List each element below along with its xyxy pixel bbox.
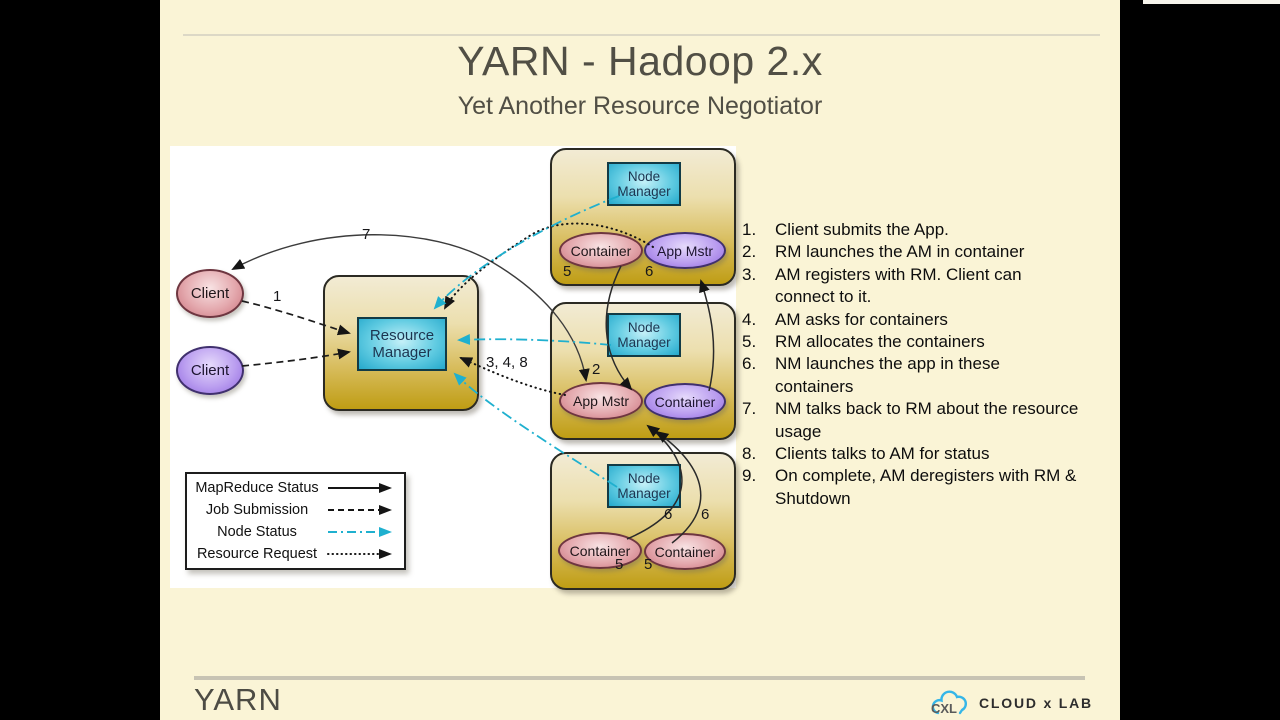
- step-text: NM launches the app in these containers: [775, 354, 1000, 396]
- slide-subtitle: Yet Another Resource Negotiator: [457, 92, 823, 120]
- list-item: 8. Clients talks to AM for status: [742, 443, 1098, 465]
- steps-list: 1. Client submits the App. 2. RM launches …: [742, 219, 1098, 510]
- edge-number-nm3-6a: 6: [664, 506, 673, 523]
- step-number: 2.: [742, 242, 757, 262]
- node-manager-label: Node Manager: [617, 319, 671, 351]
- legend-row-job-submission: Job Submission: [187, 501, 404, 520]
- step-number: 3.: [742, 264, 757, 284]
- container-label: Container: [570, 242, 632, 259]
- node-manager-label: Node Manager: [617, 168, 671, 200]
- node-manager-title-3: Node Manager: [607, 464, 681, 508]
- legend-row-node-status: Node Status: [187, 523, 404, 542]
- list-item: 6. NM launches the app in these container…: [742, 353, 1098, 398]
- app-mstr-label: App Mstr: [572, 393, 629, 409]
- legend-label: Job Submission: [205, 502, 309, 518]
- dashed-arrow-icon: [328, 505, 392, 515]
- container-label: Container: [569, 542, 631, 559]
- legend-row-mapreduce: MapReduce Status: [187, 479, 404, 498]
- brand-text: CLOUD x LAB: [979, 694, 1093, 711]
- list-item: 2. RM launches the AM in container: [742, 241, 1098, 263]
- node-manager-label: Node Manager: [617, 470, 671, 502]
- edge-number-nm3-6b: 6: [701, 506, 710, 523]
- top-right-sliver: [1143, 0, 1280, 4]
- step-number: 4.: [742, 309, 757, 329]
- container-ellipse: Container: [559, 232, 643, 269]
- node-manager-title-1: Node Manager: [607, 162, 681, 206]
- cloudxlab-logo-icon: CXL: [931, 690, 968, 716]
- slide-title: YARN - Hadoop 2.x: [457, 38, 823, 84]
- edge-number-nm1-5: 5: [563, 263, 572, 280]
- edge-number-nm3-5a: 5: [615, 556, 624, 573]
- resource-manager-title: Resource Manager: [357, 317, 447, 371]
- client-label: Client: [190, 362, 230, 379]
- list-item: 5. RM allocates the containers: [742, 331, 1098, 353]
- cloudxlab-brand: CXL CLOUD x LAB: [928, 687, 1093, 718]
- letterbox-left: [0, 0, 160, 720]
- client-label: Client: [190, 285, 230, 302]
- legend-row-resource-request: Resource Request: [187, 545, 404, 564]
- solid-arrow-icon: [328, 483, 392, 493]
- dotted-arrow-icon: [327, 549, 392, 559]
- legend: MapReduce Status Job Submission Node Sta…: [185, 472, 406, 570]
- step-text: RM allocates the containers: [775, 332, 985, 352]
- dashdot-arrow-icon: [328, 527, 392, 537]
- node-manager-title-2: Node Manager: [607, 313, 681, 357]
- step-text: On complete, AM deregisters with RM & Sh…: [775, 466, 1077, 508]
- legend-label: MapReduce Status: [195, 480, 319, 496]
- list-item: 9. On complete, AM deregisters with RM & …: [742, 465, 1098, 510]
- step-number: 9.: [742, 466, 757, 486]
- edge-number-348: 3, 4, 8: [486, 354, 528, 371]
- step-text: AM registers with RM. Client can connect…: [775, 264, 1022, 307]
- footer-slide-label: YARN: [194, 682, 282, 717]
- step-text: Clients talks to AM for status: [775, 444, 990, 464]
- step-text: NM talks back to RM about the resource u…: [775, 399, 1079, 441]
- legend-label: Node Status: [217, 524, 297, 540]
- client-node-1: Client: [176, 269, 244, 318]
- app-mstr-ellipse: App Mstr: [644, 232, 726, 269]
- step-text: AM asks for containers: [775, 309, 948, 329]
- edge-number-1: 1: [273, 288, 282, 305]
- container-ellipse: Container: [644, 533, 726, 570]
- edge-number-2: 2: [592, 361, 601, 378]
- list-item: 7. NM talks back to RM about the resource…: [742, 398, 1098, 443]
- step-number: 7.: [742, 399, 757, 419]
- container-label: Container: [654, 393, 716, 410]
- svg-text:CXL: CXL: [931, 701, 957, 716]
- footer-rule: [194, 676, 1085, 680]
- resource-manager-label: Resource Manager: [369, 327, 435, 361]
- container-ellipse: Container: [558, 532, 642, 569]
- step-number: 5.: [742, 332, 757, 352]
- letterbox-right: [1120, 0, 1280, 720]
- edge-number-nm3-5b: 5: [644, 556, 653, 573]
- container-label: Container: [654, 543, 716, 560]
- app-mstr-label: App Mstr: [656, 242, 713, 259]
- edge-number-7: 7: [362, 226, 371, 243]
- step-number: 8.: [742, 444, 757, 464]
- list-item: 3. AM registers with RM. Client can conne…: [742, 264, 1098, 309]
- edge-number-nm1-6: 6: [645, 263, 654, 280]
- legend-label: Resource Request: [196, 546, 318, 562]
- step-number: 1.: [742, 220, 757, 239]
- step-text: RM launches the AM in container: [775, 242, 1025, 262]
- app-mstr-ellipse: App Mstr: [559, 382, 643, 420]
- list-item: 4. AM asks for containers: [742, 309, 1098, 331]
- step-text: Client submits the App.: [775, 220, 949, 239]
- header-rule: [183, 34, 1100, 36]
- step-number: 6.: [742, 354, 757, 374]
- client-node-2: Client: [176, 346, 244, 395]
- list-item: 1. Client submits the App.: [742, 219, 1098, 241]
- container-ellipse: Container: [644, 383, 726, 420]
